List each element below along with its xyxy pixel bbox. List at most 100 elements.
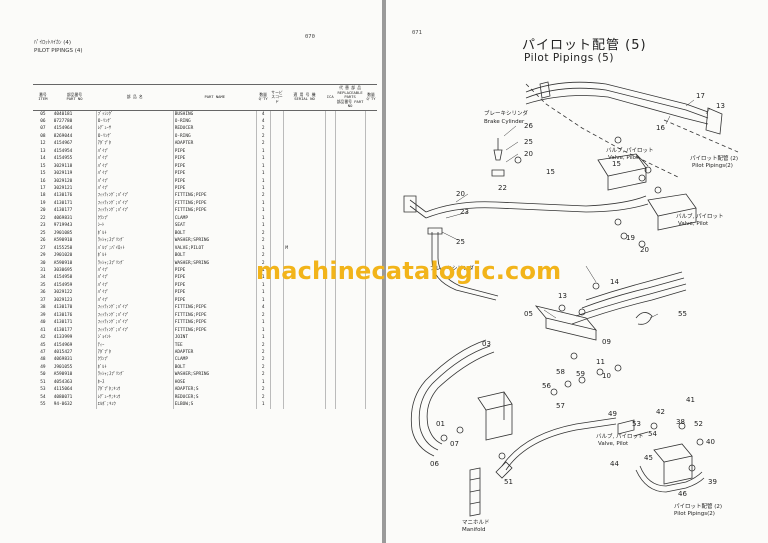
callout-41: 41 [686, 396, 695, 404]
cell-part-name-jp: ｱﾀﾞﾌﾟﾀ [95, 349, 174, 357]
cell-serial-no [283, 125, 326, 133]
diagram-title-jp: パイロット配管 (5) [522, 38, 647, 53]
callout-17: 17 [696, 92, 705, 100]
cell-part-name-jp: ﾊﾟｲﾌﾟ [95, 274, 174, 282]
cell-replaceable-part [334, 125, 366, 133]
cell-part-name: REDUCER;S [172, 393, 257, 402]
cell-serial-no [283, 401, 326, 409]
cell-service-code [269, 296, 284, 305]
cell-replaceable-part [334, 386, 366, 394]
cell-serial-no [283, 237, 326, 245]
cell-part-name-jp: ﾊﾟｲﾌﾟ [95, 281, 174, 290]
cell-quantity: 1 [255, 319, 271, 327]
cell-part-no: 4154964 [53, 126, 73, 132]
cell-part-name: PIPE [172, 147, 257, 156]
cell-item-no: 50 [40, 372, 46, 378]
cell-replaceable-part [334, 274, 366, 282]
callout-22: 22 [498, 184, 507, 192]
cell-part-name: PIPE [172, 267, 257, 275]
diagram-linework [403, 81, 739, 517]
cell-part-name-jp: ﾎｰｽ [95, 378, 174, 387]
cell-replaceable-qty [364, 155, 377, 163]
cell-item-no: 15 [40, 163, 46, 169]
cell-item-no: 15 [40, 171, 46, 177]
cell-serial-no [283, 378, 326, 387]
cell-ica [324, 289, 336, 297]
cell-item-no: 05 [40, 111, 46, 117]
cell-replaceable-qty [364, 319, 377, 327]
cell-quantity: 1 [255, 244, 271, 253]
cell-serial-no [283, 356, 326, 364]
cell-part-no: A590910 [53, 372, 73, 378]
cell-service-code [269, 341, 284, 349]
cell-replaceable-qty [364, 177, 377, 186]
callout-20c: 20 [640, 246, 649, 254]
cell-service-code [269, 140, 284, 148]
cell-service-code [269, 214, 284, 223]
cell-part-no: 3029120 [53, 178, 73, 184]
cell-item-no: 23 [40, 223, 46, 229]
cell-serial-no [283, 252, 326, 260]
cell-part-name: TEE [172, 341, 257, 349]
cell-replaceable-qty [364, 229, 377, 238]
callout-49: 49 [608, 410, 617, 418]
cell-replaceable-part [334, 334, 366, 342]
cell-part-no: 4069831 [53, 215, 73, 221]
cell-replaceable-qty [364, 386, 377, 394]
cell-item-no: 45 [40, 342, 46, 348]
cell-part-no: 0727780 [53, 118, 73, 124]
cell-part-no: J901055 [53, 364, 73, 370]
label-valve-pilot-en: Valve, Pilot [608, 155, 639, 161]
cell-item-no: 08 [40, 133, 46, 139]
cell-ica [324, 147, 336, 156]
cell-quantity: 2 [255, 259, 271, 268]
cell-service-code [269, 222, 284, 230]
cell-part-name-jp: ｼﾞｮｲﾝﾄ [95, 334, 174, 342]
cell-item-no: 55 [40, 402, 46, 408]
cell-part-no: 3029119 [53, 171, 73, 177]
cell-part-name: PIPE [172, 177, 257, 186]
cell-service-code [269, 274, 284, 282]
cell-replaceable-part [334, 349, 366, 357]
cell-serial-no [283, 341, 326, 349]
cell-serial-no [283, 304, 326, 312]
cell-replaceable-part [334, 326, 366, 335]
cell-part-no: 94-0632 [53, 402, 73, 408]
cell-serial-no [283, 334, 326, 342]
callout-54: 54 [648, 430, 657, 438]
cell-part-name-jp: ﾜｯｼｬ;ｽﾌﾟﾘﾝｸﾞ [95, 237, 174, 245]
cell-ica [324, 185, 336, 193]
cell-part-name-jp: ﾎﾞﾙﾄ [95, 229, 174, 238]
cell-service-code [269, 170, 284, 178]
cell-replaceable-qty [364, 117, 377, 126]
cell-quantity: 1 [255, 162, 271, 171]
cell-part-name-jp: ﾊﾟｲﾌﾟ [95, 147, 174, 156]
cell-serial-no [283, 132, 326, 141]
cell-part-no: 4069831 [53, 357, 73, 363]
cell-part-name-jp: ﾊﾟｲﾌﾟ [95, 289, 174, 297]
cell-part-no: 4154969 [53, 342, 73, 348]
cell-part-name: PIPE [172, 170, 257, 178]
cell-service-code [269, 237, 284, 245]
label-brake-cylinder-en: Brake Cylinder [484, 119, 525, 125]
cell-replaceable-qty [364, 296, 377, 305]
cell-serial-no [283, 363, 326, 372]
cell-replaceable-part [334, 229, 366, 238]
cell-service-code [269, 192, 284, 200]
cell-part-name-jp: ﾌｨｯﾃｨﾝｸﾞ;ﾊﾟｲﾌﾟ [95, 326, 174, 335]
cell-part-no: 4154955 [53, 156, 73, 162]
cell-quantity: 2 [255, 125, 271, 133]
cell-item-no: 18 [40, 193, 46, 199]
cell-part-name: CLAMP [172, 356, 257, 364]
cell-part-name-jp: ﾚﾃﾞｭｰｻ;ｷｭｳ [95, 393, 174, 402]
cell-service-code [269, 155, 284, 163]
cell-item-no: 53 [40, 387, 46, 393]
